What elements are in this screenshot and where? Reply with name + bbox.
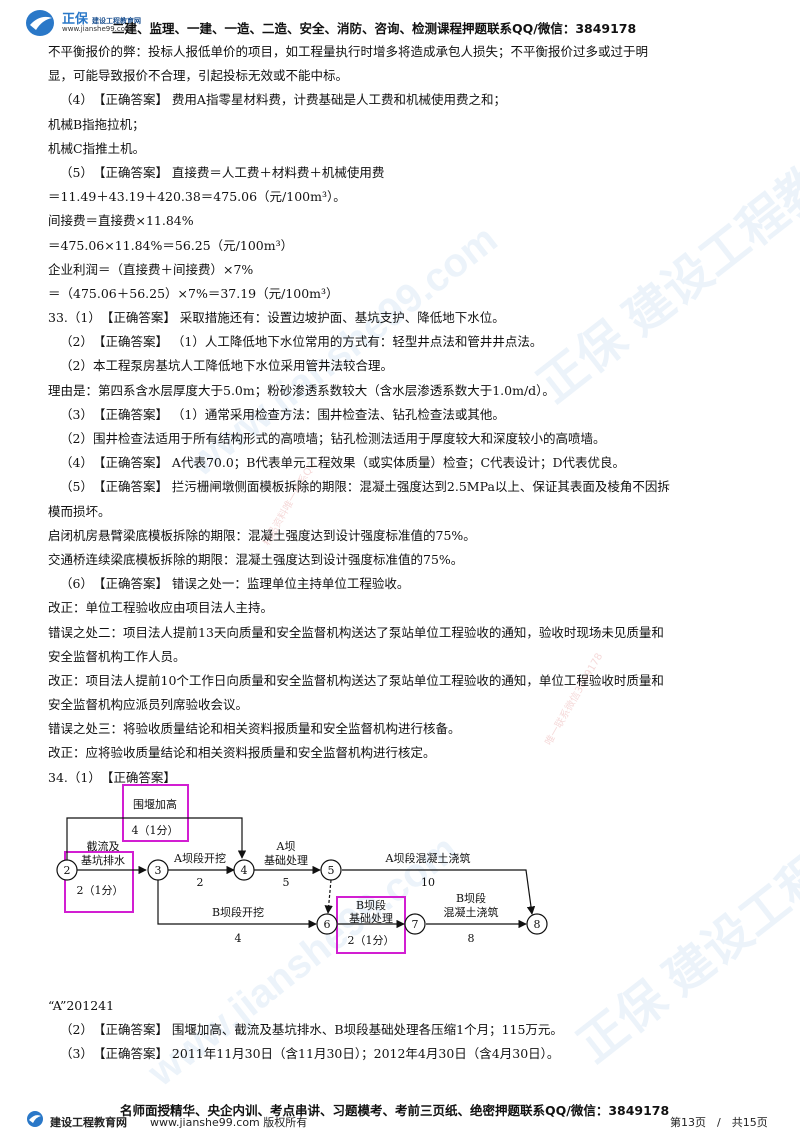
document-body-tail: “A”201241 （2） 【正确答案】 围堰加高、截流及基坑排水、B坝段基础处… [48, 994, 760, 1067]
footer-copyright: www.jianshe99.com 版权所有 [150, 1116, 308, 1129]
text-line: （5） 【正确答案】 直接费＝人工费＋材料费＋机械使用费 [60, 164, 385, 180]
node-2: 2 [56, 859, 78, 881]
svg-text:8: 8 [534, 918, 541, 931]
activity-label: A坝段混凝土浇筑 [385, 851, 471, 865]
activity-duration: 4 [235, 932, 242, 945]
text-line: （2）本工程泵房基坑人工降低地下水位采用管井法较合理。 [60, 358, 393, 374]
text-line: 机械B指拖拉机； [48, 116, 145, 132]
highlight-box [122, 784, 189, 842]
svg-text:4: 4 [241, 864, 248, 877]
svg-text:5: 5 [328, 864, 335, 877]
activity-label: A坝 [276, 839, 296, 853]
svg-text:7: 7 [412, 918, 419, 931]
page-footer: 名师面授精华、央企内训、考点串讲、习题模考、考前三页纸、绝密押题联系QQ/微信：… [0, 1096, 800, 1132]
brand-name: 正保 [62, 12, 89, 27]
node-4: 4 [233, 859, 255, 881]
arrow [342, 869, 536, 915]
text-line: （2） 【正确答案】 围堰加高、截流及基坑排水、B坝段基础处理各压缩1个月；11… [60, 1022, 563, 1038]
text-line: 安全监督机构工作人员。 [48, 648, 186, 664]
brand-logo-icon [26, 10, 54, 36]
text-line: 理由是：第四系含水层厚度大于5.0m；粉砂渗透系数较大（含水层渗透系数大于1.0… [48, 382, 555, 398]
node-3: 3 [147, 859, 169, 881]
text-line: “A”201241 [48, 998, 115, 1013]
activity-duration: 2 [197, 876, 204, 889]
text-line: （6） 【正确答案】 错误之处一：监理单位主持单位工程验收。 [60, 576, 410, 592]
activity-label: A坝段开挖 [173, 851, 226, 865]
text-line: （2） 【正确答案】 （1）人工降低地下水位常用的方式有：轻型井点法和管井井点法… [60, 334, 543, 350]
activity-duration: 10 [421, 876, 435, 889]
activity-label: B坝段 [456, 891, 486, 905]
text-line: 错误之处三：将验收质量结论和相关资料报质量和安全监督机构进行核备。 [48, 721, 461, 737]
text-line: （3） 【正确答案】 2011年11月30日（含11月30日）；2012年4月3… [60, 1046, 560, 1062]
text-line: 交通桥连续梁底模板拆除的期限：混凝土强度达到设计强度标准值的75%。 [48, 551, 464, 567]
highlight-box [64, 851, 134, 913]
activity-label: 基坑排水 [81, 853, 125, 867]
text-line: 模而损坏。 [48, 503, 111, 519]
text-line: （3） 【正确答案】 （1）通常采用检查方法：围井检查法、钻孔检查法或其他。 [60, 406, 505, 422]
arrow [157, 880, 317, 929]
arrow [324, 879, 333, 914]
text-line: ＝475.06×11.84%＝56.25（元/100m³） [48, 237, 294, 253]
brand-block: 正保建设工程教育网 www.jianshe99.com [62, 8, 141, 33]
text-line: 间接费＝直接费×11.84% [48, 213, 194, 229]
svg-text:6: 6 [324, 918, 331, 931]
text-line: 显，可能导致报价不合理，引起投标无效或不能中标。 [48, 68, 349, 84]
document-body: 不平衡报价的弊：投标人报低单价的项目，如工程量执行时增多将造成承包人损失；不平衡… [48, 40, 760, 790]
activity-label: 围堰加高 [133, 797, 177, 811]
text-line: 安全监督机构应派员列席验收会议。 [48, 697, 249, 713]
text-line: 改正：单位工程验收应由项目法人主持。 [48, 600, 274, 616]
text-line: 33.（1） 【正确答案】 采取措施还有：设置边坡护面、基坑支护、降低地下水位。 [48, 310, 505, 326]
text-line: 企业利润＝（直接费＋间接费）×7% [48, 261, 254, 277]
svg-text:2: 2 [64, 864, 71, 877]
activity-label: 截流及 [87, 839, 120, 853]
activity-label: 基础处理 [264, 854, 308, 867]
text-line: 34.（1） 【正确答案】 [48, 769, 176, 785]
node-7: 7 [404, 913, 426, 935]
text-line: ＝（475.06＋56.25）×7%＝37.19（元/100m³） [48, 285, 339, 301]
activity-duration: 4（1分） [132, 824, 179, 837]
activity-duration: 5 [283, 876, 290, 889]
header-contact: 二建、监理、一建、一造、二造、安全、消防、咨询、检测课程押题联系QQ/微信：38… [112, 21, 637, 36]
activity-label: B坝段开挖 [212, 905, 264, 919]
arrow [66, 817, 247, 868]
footer-site: 建设工程教育网 [50, 1116, 127, 1129]
network-diagram: 2 3 4 5 6 7 8 围堰加高 4（1分） 截流及 基坑排水 2（1分） … [56, 784, 548, 954]
text-line: （4） 【正确答案】 A代表70.0；B代表单元工程效果（或实体质量）检查；C代… [60, 455, 626, 471]
activity-label: 基础处理 [349, 912, 393, 925]
node-5: 5 [320, 859, 342, 881]
activity-duration: 2（1分） [77, 884, 124, 897]
activity-duration: 2（1分） [348, 934, 395, 947]
brand-logo-icon [27, 1111, 43, 1127]
text-line: ＝11.49＋43.19＋420.38＝475.06（元/100m³）。 [48, 189, 346, 205]
node-6: 6 [316, 913, 338, 935]
brand-url: www.jianshe99.com [62, 25, 132, 33]
page-header: 正保建设工程教育网 www.jianshe99.com 二建、监理、一建、一造、… [24, 6, 784, 40]
text-line: （4） 【正确答案】 费用A指零星材料费，计费基础是人工费和机械使用费之和； [60, 92, 506, 108]
text-line: （5） 【正确答案】 拦污栅闸墩侧面模板拆除的期限：混凝土强度达到2.5MPa以… [60, 479, 670, 495]
text-line: 改正：项目法人提前10个工作日向质量和安全监督机构送达了泵站单位工程验收的通知，… [48, 672, 664, 688]
brand-sub: 建设工程教育网 [92, 17, 142, 25]
svg-text:3: 3 [155, 864, 162, 877]
node-8: 8 [526, 913, 548, 935]
activity-label: B坝段 [356, 898, 386, 912]
text-line: 错误之处二：项目法人提前13天向质量和安全监督机构送达了泵站单位工程验收的通知，… [48, 624, 664, 640]
page-number: 第13页 / 共15页 [670, 1116, 768, 1129]
text-line: 启闭机房悬臂梁底模板拆除的期限：混凝土强度达到设计强度标准值的75%。 [48, 527, 476, 543]
text-line: 不平衡报价的弊：投标人报低单价的项目，如工程量执行时增多将造成承包人损失；不平衡… [48, 44, 649, 59]
footer-slogan: 名师面授精华、央企内训、考点串讲、习题模考、考前三页纸、绝密押题联系QQ/微信：… [120, 1103, 670, 1118]
text-line: （2）围井检查法适用于所有结构形式的高喷墙；钻孔检测法适用于厚度较大和深度较小的… [60, 431, 606, 446]
activity-label: 混凝土浇筑 [444, 905, 499, 919]
activity-duration: 8 [468, 932, 475, 945]
text-line: 改正：应将验收质量结论和相关资料报质量和安全监督机构进行核定。 [48, 745, 436, 761]
text-line: 机械C指推土机。 [48, 140, 146, 156]
